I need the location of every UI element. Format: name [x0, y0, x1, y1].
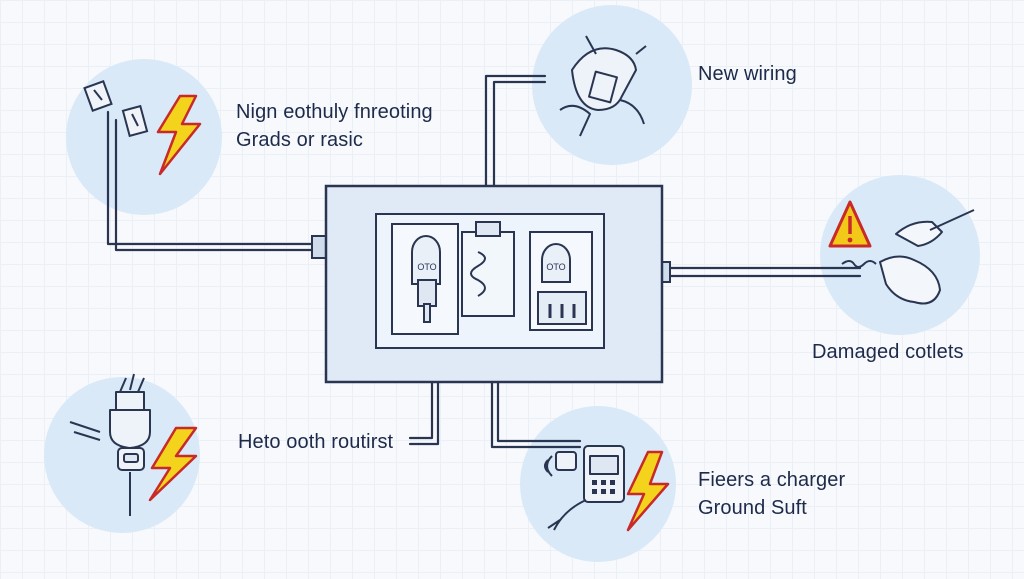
- outlet-left-label: OTO: [417, 262, 437, 272]
- callout-right: Damaged cotlets: [812, 338, 964, 366]
- callout-right-line1: Damaged cotlets: [812, 341, 964, 363]
- unplugged-plug-icon: [83, 80, 149, 138]
- callout-bottom-right: Fieers a charger Ground Suft: [698, 466, 845, 522]
- connector-left: [311, 235, 327, 259]
- callout-top-left: Nign eothuly fnreoting Grads or rasic: [236, 98, 433, 154]
- charger-device-icon: [544, 445, 625, 531]
- wire-top-center: [484, 74, 547, 230]
- callout-top-left-line2: Grads or rasic: [236, 129, 363, 151]
- wire-plug-icon: [69, 373, 151, 516]
- wire-top-left: [106, 110, 316, 246]
- breaker-cap: [475, 221, 501, 237]
- callout-top-right-line1: New wiring: [698, 63, 797, 85]
- outlet-right-face: [541, 243, 571, 283]
- lightning-icon-3: [626, 450, 670, 532]
- callout-top-right: New wiring: [698, 60, 797, 88]
- hand-cord-icon: [841, 209, 975, 305]
- wire-top-center-inner: [492, 80, 547, 230]
- outlet-left-face: [411, 235, 441, 323]
- outlet-right-label: OTO: [546, 262, 566, 272]
- lightning-icon: [156, 94, 202, 176]
- callout-top-left-line1: Nign eothuly fnreoting: [236, 101, 433, 123]
- circle-top-left: [66, 59, 222, 215]
- callout-bottom-right-line2: Ground Suft: [698, 497, 807, 519]
- center-breaker: [461, 231, 515, 317]
- breaker-coil: [470, 251, 486, 297]
- callout-middle-left-line1: Heto ooth routirst: [238, 431, 394, 453]
- circle-right: [820, 175, 980, 335]
- lightning-icon-2: [148, 426, 198, 502]
- hand-plug-icon: [559, 35, 647, 137]
- callout-middle-left: Heto ooth routirst: [238, 428, 393, 456]
- callout-bottom-right-line1: Fieers a charger: [698, 469, 846, 491]
- warning-icon: [828, 200, 872, 248]
- wire-top-left-inner: [114, 118, 316, 252]
